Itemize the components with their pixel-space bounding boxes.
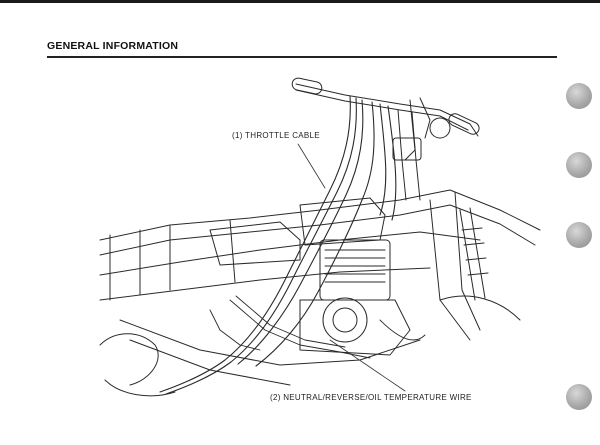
frame-drawing (99, 189, 541, 386)
engine-drawing (209, 197, 411, 356)
callout-throttle-cable: (1) THROTTLE CABLE (232, 131, 320, 140)
section-title: GENERAL INFORMATION (47, 40, 179, 52)
chapter-tab-2[interactable] (566, 152, 592, 178)
handlebar-drawing (291, 77, 480, 161)
chapter-tab-3[interactable] (566, 222, 592, 248)
chapter-tab-4[interactable] (566, 384, 592, 410)
callout-neutral-reverse-oil-temp-wire: (2) NEUTRAL/REVERSE/OIL TEMPERATURE WIRE (270, 393, 472, 402)
chapter-tab-1[interactable] (566, 83, 592, 109)
title-rule (47, 56, 557, 58)
callout-leader-lines (297, 143, 406, 392)
steering-column-drawing (392, 109, 422, 201)
rear-wheel-drawing (99, 333, 176, 397)
top-rule (0, 0, 600, 3)
cable-bundle-drawing (159, 95, 397, 395)
front-suspension-drawing (439, 207, 521, 321)
